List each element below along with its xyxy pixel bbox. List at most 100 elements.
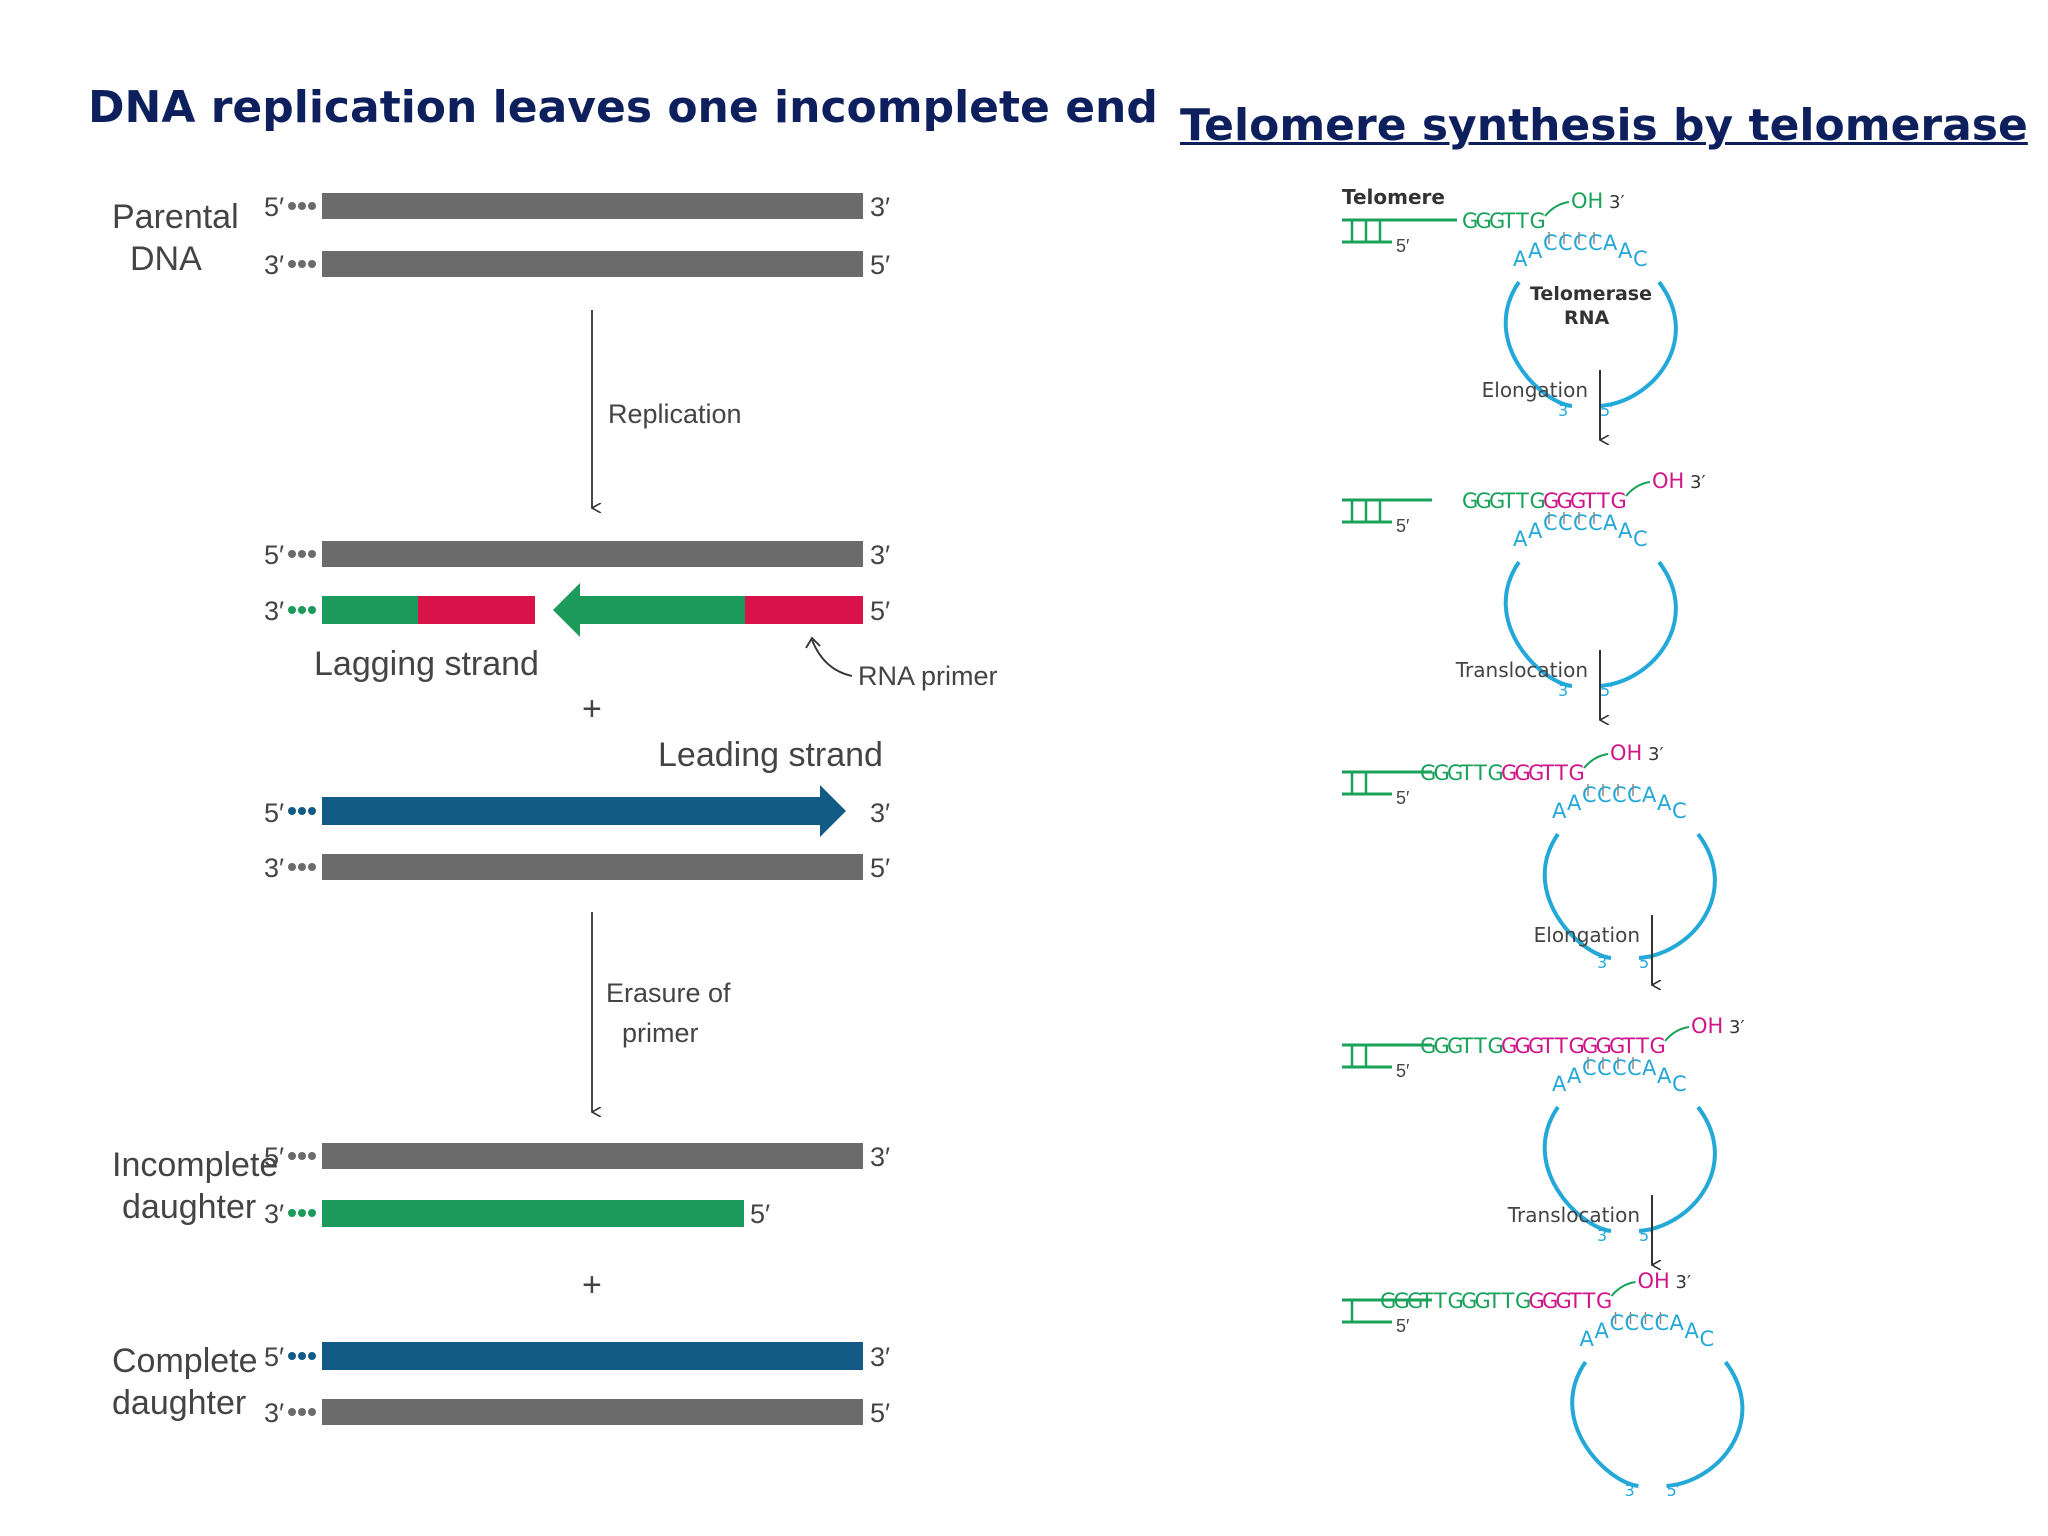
rna-base: C: [1582, 783, 1597, 807]
dna-base: T: [1502, 489, 1516, 513]
dna-base: G: [1543, 489, 1559, 513]
dna-base: G: [1447, 1034, 1463, 1058]
dna-base: T: [1583, 489, 1597, 513]
oh-bond: [1664, 1026, 1690, 1042]
left-panel-title: DNA replication leaves one incomplete en…: [88, 82, 1158, 133]
elongation-label: Elongation: [1482, 378, 1588, 402]
dna-base: G: [1529, 1289, 1545, 1313]
parental-label-line1: Parental: [112, 198, 239, 236]
rna-base: C: [1640, 1311, 1655, 1335]
dna-base: G: [1582, 1034, 1598, 1058]
dna-base: G: [1447, 761, 1463, 785]
five-prime-label: 5′: [1396, 1316, 1410, 1336]
erasure-label-line1: Erasure of: [606, 978, 731, 1008]
complete-label-line1: Complete: [112, 1342, 258, 1380]
okazaki-fragment-arrow: [553, 583, 745, 637]
rna-base: A: [1528, 239, 1543, 263]
dna-base: G: [1611, 489, 1627, 513]
ellipsis-dots: [288, 1352, 316, 1360]
telomere-label: Telomere: [1342, 185, 1445, 209]
dna-base: G: [1569, 1034, 1585, 1058]
oh-bond: [1610, 1281, 1636, 1297]
rna-base: A: [1567, 1064, 1582, 1088]
replication-label: Replication: [608, 399, 742, 429]
ellipsis-dots: [288, 260, 316, 268]
parental-strand: [322, 1143, 863, 1169]
oh-label: OH: [1571, 189, 1603, 213]
end-mark-3prime: 3′: [264, 1199, 284, 1229]
loop-3prime-label: 3′: [1625, 1481, 1639, 1500]
dna-base: G: [1528, 761, 1544, 785]
end-mark-3prime: 3′: [870, 798, 890, 828]
dna-base: G: [1488, 761, 1504, 785]
five-prime-label: 5′: [1396, 516, 1410, 536]
end-mark-5prime: 5′: [264, 192, 284, 222]
dna-base: G: [1420, 1034, 1436, 1058]
dna-base: G: [1448, 1289, 1464, 1313]
dna-base: T: [1622, 1034, 1636, 1058]
dna-base: G: [1650, 1034, 1666, 1058]
rna-base: C: [1588, 511, 1603, 535]
rna-base: A: [1603, 511, 1618, 535]
rna-base: A: [1642, 783, 1657, 807]
rna-primer-pointer: [811, 639, 853, 677]
translocation-label: Translocation: [1455, 658, 1588, 682]
translocation-label: Translocation: [1507, 1203, 1640, 1227]
oh-label: OH: [1652, 469, 1684, 493]
rna-base: C: [1655, 1311, 1670, 1335]
end-mark-3prime: 3′: [870, 540, 890, 570]
okazaki-fragment: [322, 596, 418, 624]
loop-3prime-label: 3′: [1597, 953, 1611, 972]
dna-base: G: [1542, 1289, 1558, 1313]
loop-5prime-label: 5′: [1639, 1226, 1653, 1245]
dna-base: T: [1433, 1289, 1447, 1313]
complete-daughter-strand: [322, 1342, 863, 1370]
rna-primer-pointer-head: [805, 636, 821, 649]
dna-base: G: [1530, 209, 1546, 233]
oh-bond: [1625, 481, 1651, 497]
rna-base: C: [1633, 247, 1648, 271]
rna-base: A: [1528, 519, 1543, 543]
parental-template-strand: [322, 541, 863, 567]
loop-5prime-label: 5′: [1667, 1481, 1681, 1500]
dna-base: T: [1420, 1289, 1434, 1313]
telomerase-rna-loop: [1542, 1105, 1717, 1233]
dna-base: G: [1515, 1289, 1531, 1313]
rna-base: A: [1595, 1319, 1610, 1343]
dna-base: T: [1460, 1034, 1474, 1058]
dna-base: G: [1569, 761, 1585, 785]
ellipsis-dots: [288, 606, 316, 614]
dna-base: G: [1501, 1034, 1517, 1058]
oh-bond: [1583, 753, 1609, 769]
dna-base: G: [1489, 209, 1505, 233]
three-prime-label: 3′: [1609, 192, 1625, 213]
leading-strand-group: Leading strand 5′ 3′ 3′ 5′: [264, 736, 890, 883]
end-mark-5prime: 5′: [264, 798, 284, 828]
ellipsis-dots: [288, 202, 316, 210]
three-prime-label: 3′: [1690, 472, 1706, 493]
rna-base: C: [1700, 1327, 1715, 1351]
dna-base: G: [1596, 1289, 1612, 1313]
elongation-label: Elongation: [1534, 923, 1640, 947]
ellipsis-dots: [288, 863, 316, 871]
end-mark-5prime: 5′: [750, 1199, 770, 1229]
telomerase-rna-label-line2: RNA: [1564, 307, 1610, 329]
end-mark-3prime: 3′: [264, 250, 284, 280]
dna-base: T: [1460, 761, 1474, 785]
rna-base: A: [1552, 1072, 1567, 1096]
dna-base: G: [1557, 489, 1573, 513]
rna-base: A: [1618, 239, 1633, 263]
incomplete-daughter-group: Incomplete daughter 5′ 3′ 3′ 5′: [112, 1142, 890, 1229]
end-mark-3prime: 3′: [870, 192, 890, 222]
dna-base: G: [1476, 489, 1492, 513]
dna-base: G: [1434, 1034, 1450, 1058]
rna-base: C: [1543, 231, 1558, 255]
dna-base: G: [1570, 489, 1586, 513]
dna-base: G: [1461, 1289, 1477, 1313]
dna-base: T: [1596, 489, 1610, 513]
erasure-label-line2: primer: [622, 1018, 699, 1048]
right-panel-title: Telomere synthesis by telomerase: [1180, 100, 2028, 151]
